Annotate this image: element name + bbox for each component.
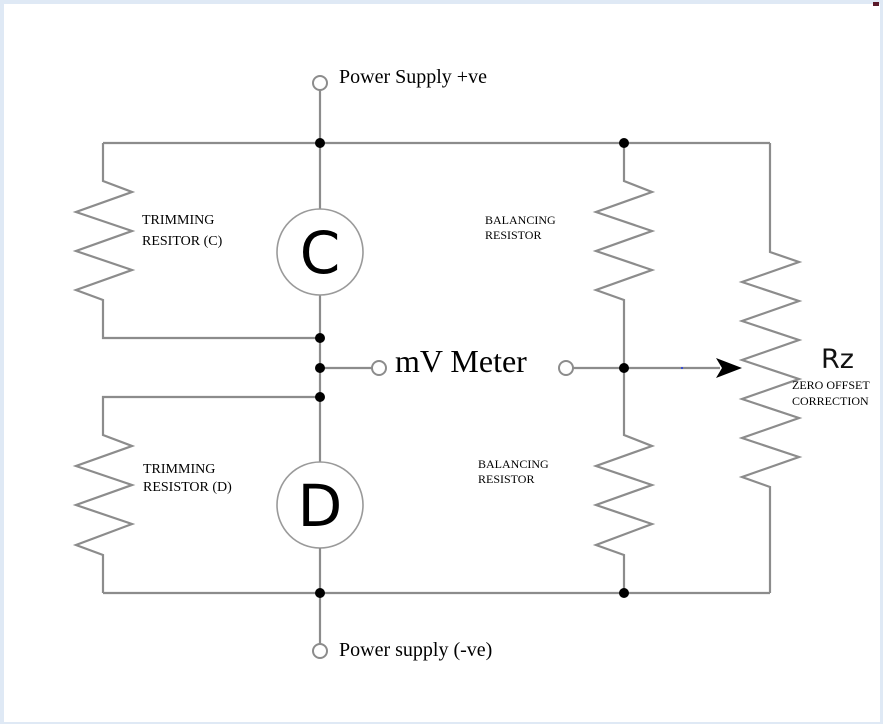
terminal-meter-right xyxy=(558,360,574,376)
label-trimming-d-line2: RESISTOR (D) xyxy=(143,480,232,495)
junction-meter-right xyxy=(619,363,629,373)
junction-top-right xyxy=(619,138,629,148)
strain-gauge-d-letter: D xyxy=(298,472,343,540)
terminal-meter-left xyxy=(371,360,387,376)
balancing-resistor-top xyxy=(592,143,656,368)
label-trimming-c-line2: RESITOR (C) xyxy=(142,234,223,249)
junction-bottom-center xyxy=(315,588,325,598)
label-power-negative: Power supply (-ve) xyxy=(339,639,492,661)
label-trimming-d-line1: TRIMMING xyxy=(143,462,215,477)
corner-mark xyxy=(873,2,879,6)
balancing-resistor-bottom xyxy=(592,368,656,593)
strain-gauge-c xyxy=(276,208,364,296)
trimming-resistor-c xyxy=(72,143,320,340)
terminal-power-positive xyxy=(312,75,328,91)
junction-meter-left xyxy=(315,363,325,373)
junction-c-trim xyxy=(315,333,325,343)
label-rz-desc-line1: ZERO OFFSET xyxy=(792,378,870,392)
junction-d-trim xyxy=(315,392,325,402)
label-mv-meter: mV Meter xyxy=(395,343,527,379)
terminal-power-negative xyxy=(312,643,328,659)
junction-bottom-right xyxy=(619,588,629,598)
label-balancing-top-line1: BALANCING xyxy=(485,213,556,227)
stray-pixel xyxy=(681,367,683,369)
label-rz: Rz xyxy=(821,344,854,375)
diagram-canvas xyxy=(4,4,880,722)
label-balancing-bottom-line1: BALANCING xyxy=(478,457,549,471)
label-trimming-c-line1: TRIMMING xyxy=(142,213,214,228)
label-balancing-top-line2: RESISTOR xyxy=(485,228,541,242)
label-rz-desc-line2: CORRECTION xyxy=(792,394,869,408)
junction-top-center xyxy=(315,138,325,148)
wiper-arrow-icon xyxy=(716,358,742,378)
trimming-resistor-d xyxy=(72,395,320,593)
strain-gauge-c-letter: C xyxy=(300,219,341,287)
label-balancing-bottom-line2: RESISTOR xyxy=(478,472,534,486)
rz-potentiometer xyxy=(738,143,803,593)
label-power-positive: Power Supply +ve xyxy=(339,66,487,88)
